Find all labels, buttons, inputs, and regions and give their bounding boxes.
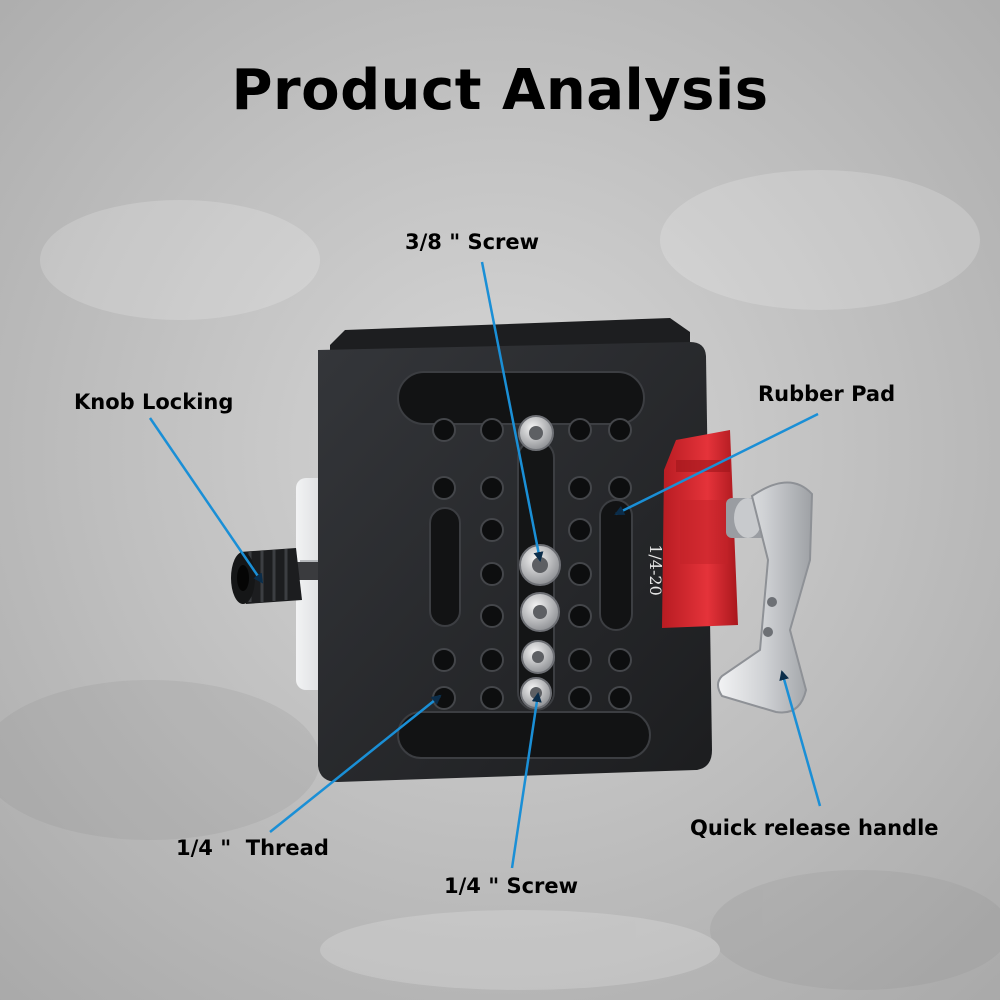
threaded-hole — [608, 476, 632, 500]
threaded-hole — [568, 476, 592, 500]
threaded-hole — [480, 418, 504, 442]
threaded-hole — [568, 648, 592, 672]
label-knob-locking: Knob Locking — [74, 390, 234, 414]
threaded-hole — [480, 518, 504, 542]
arrow-screw-3-8 — [480, 261, 544, 562]
label-thread-1-4: 1/4 " Thread — [176, 836, 329, 860]
locking-knob — [231, 548, 318, 604]
screws — [518, 415, 561, 709]
threaded-hole — [432, 418, 456, 442]
quick-release-handle — [717, 481, 814, 714]
threaded-hole — [480, 648, 504, 672]
threaded-hole — [480, 604, 504, 628]
threaded-hole — [480, 476, 504, 500]
page-title: Product Analysis — [231, 58, 769, 123]
threaded-hole — [608, 648, 632, 672]
threaded-hole — [480, 562, 504, 586]
threaded-hole — [432, 648, 456, 672]
label-quick-release-handle: Quick release handle — [690, 816, 939, 840]
callout-arrows — [148, 261, 822, 869]
engraving-label: 1/4-20 — [646, 544, 665, 596]
top-slot — [397, 371, 645, 425]
rubber-pad — [662, 430, 738, 628]
threaded-hole — [608, 686, 632, 710]
threaded-hole — [568, 562, 592, 586]
label-screw-1-4: 1/4 " Screw — [444, 874, 579, 898]
arrow-quick-release — [779, 670, 822, 807]
base-plate — [318, 342, 712, 782]
threaded-hole — [480, 686, 504, 710]
threaded-hole — [568, 418, 592, 442]
arrow-rubber-pad — [614, 412, 819, 516]
arrow-knob-locking — [148, 417, 264, 584]
threaded-hole — [568, 518, 592, 542]
bottom-slot — [397, 711, 651, 759]
left-slot — [429, 507, 461, 627]
background-texture — [0, 170, 1000, 990]
label-rubber-pad: Rubber Pad — [758, 382, 896, 406]
arrow-screw-1-4 — [510, 692, 542, 869]
threaded-hole — [568, 604, 592, 628]
label-screw-3-8: 3/8 " Screw — [405, 230, 540, 254]
arrow-thread — [269, 694, 442, 833]
threaded-hole — [432, 476, 456, 500]
threaded-hole — [568, 686, 592, 710]
threaded-holes — [432, 418, 632, 710]
right-slot — [599, 499, 633, 631]
threaded-hole — [608, 418, 632, 442]
